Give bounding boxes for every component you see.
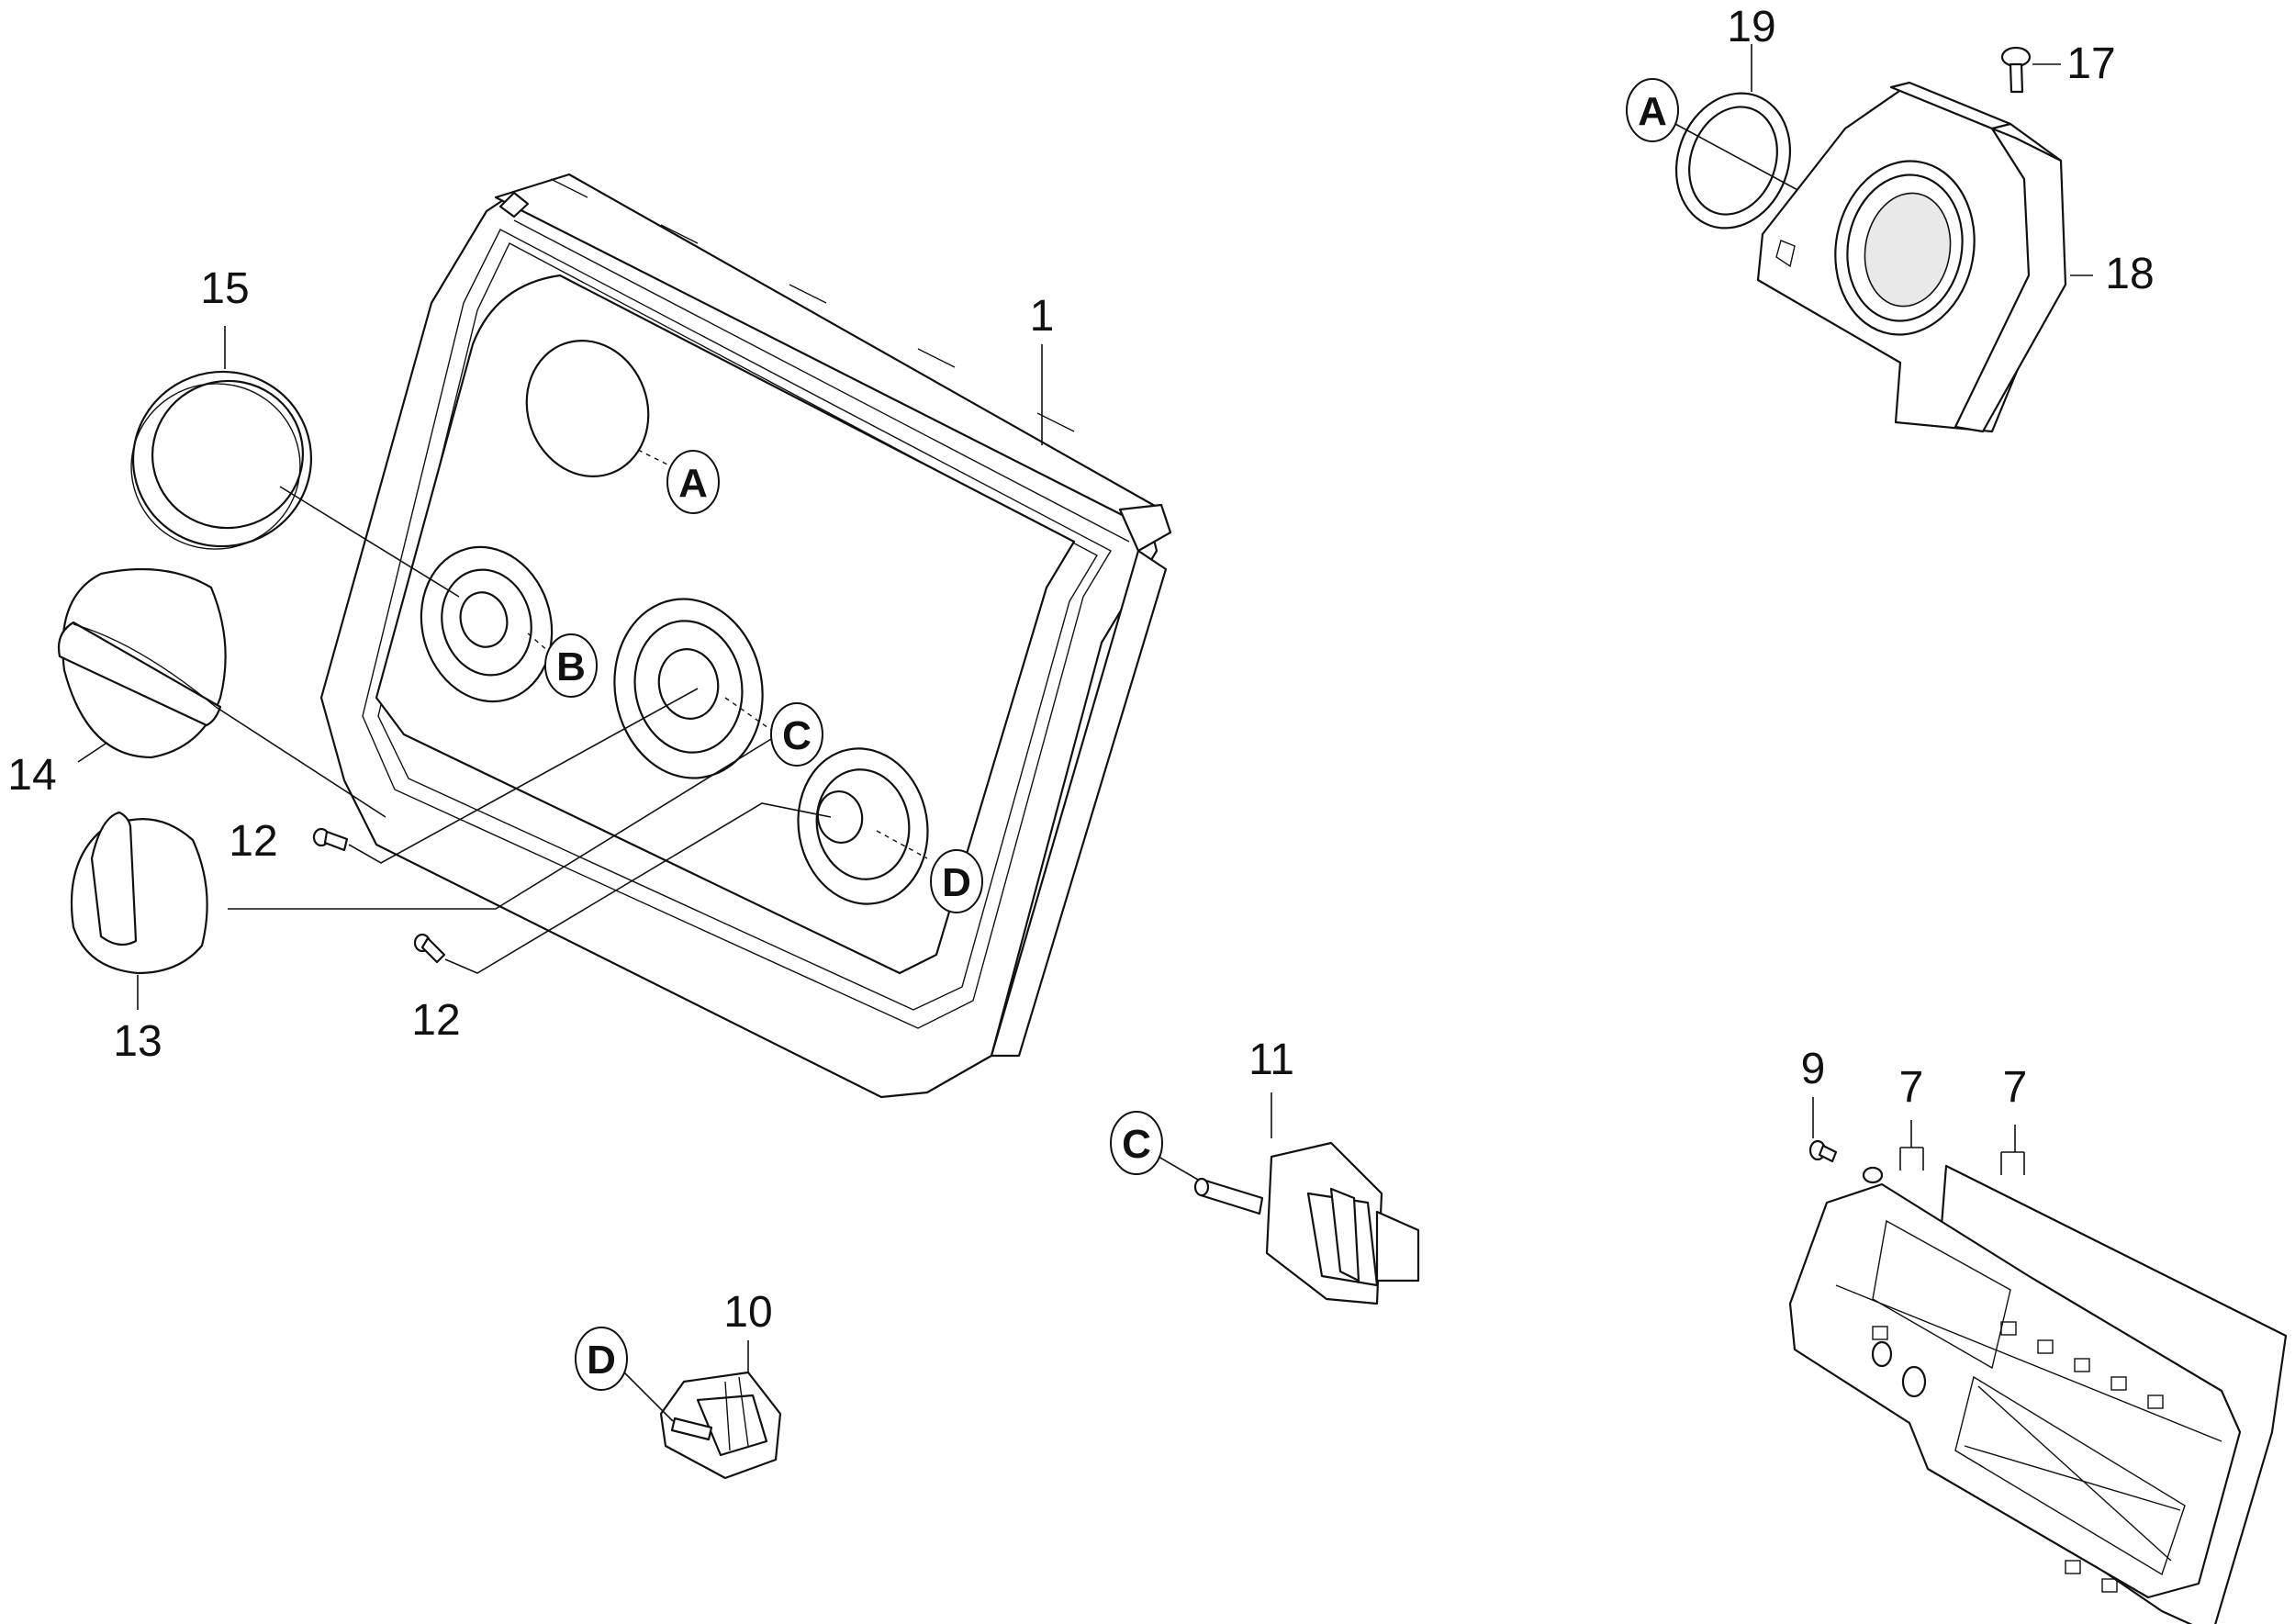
screw-9	[1808, 1139, 1838, 1163]
part-label-14: 14	[7, 751, 56, 800]
part-label-12a: 12	[229, 817, 277, 866]
circuit-board-assembly	[1788, 1164, 2288, 1624]
part-label-13: 13	[113, 1017, 162, 1066]
knob-14	[57, 567, 227, 759]
part-label-17: 17	[2066, 39, 2115, 88]
screw-12b	[413, 933, 446, 964]
part-label-15: 15	[200, 264, 249, 313]
part-label-11: 11	[1248, 1036, 1294, 1084]
svg-text:D: D	[587, 1338, 616, 1383]
part-label-7b-visible: 7	[2003, 1063, 2028, 1112]
control-panel-frame	[319, 173, 1172, 1099]
part-label-1: 1	[1030, 292, 1055, 341]
part-label-7a: 7	[1899, 1063, 1924, 1112]
connector-c-panel: C	[770, 702, 823, 767]
svg-text:D: D	[942, 860, 971, 905]
screw-17	[2000, 46, 2032, 94]
connector-a-panel: A	[666, 450, 720, 514]
part-label-12b: 12	[411, 996, 460, 1045]
part-label-19: 19	[1727, 3, 1775, 51]
switch-10	[659, 1371, 782, 1480]
switch-11	[1193, 1141, 1420, 1305]
connector-c-detail: C	[1110, 1111, 1163, 1175]
lens-ring	[130, 370, 313, 550]
connector-b-panel: B	[544, 633, 598, 698]
housing-18	[1756, 81, 2067, 433]
connector-d-detail: D	[575, 1327, 628, 1391]
o-ring-19	[1674, 92, 1792, 230]
svg-text:B: B	[556, 644, 586, 689]
svg-text:C: C	[782, 713, 812, 758]
part-label-18: 18	[2105, 250, 2154, 298]
connector-d-panel: D	[930, 849, 983, 913]
part-label-9: 9	[1801, 1045, 1826, 1093]
knob-13	[70, 811, 208, 975]
svg-text:A: A	[678, 461, 708, 506]
svg-text:A: A	[1638, 89, 1667, 134]
screw-12a	[312, 827, 349, 852]
connector-a-detail: A	[1626, 78, 1679, 142]
svg-text:C: C	[1122, 1122, 1151, 1167]
part-label-10: 10	[723, 1288, 772, 1337]
